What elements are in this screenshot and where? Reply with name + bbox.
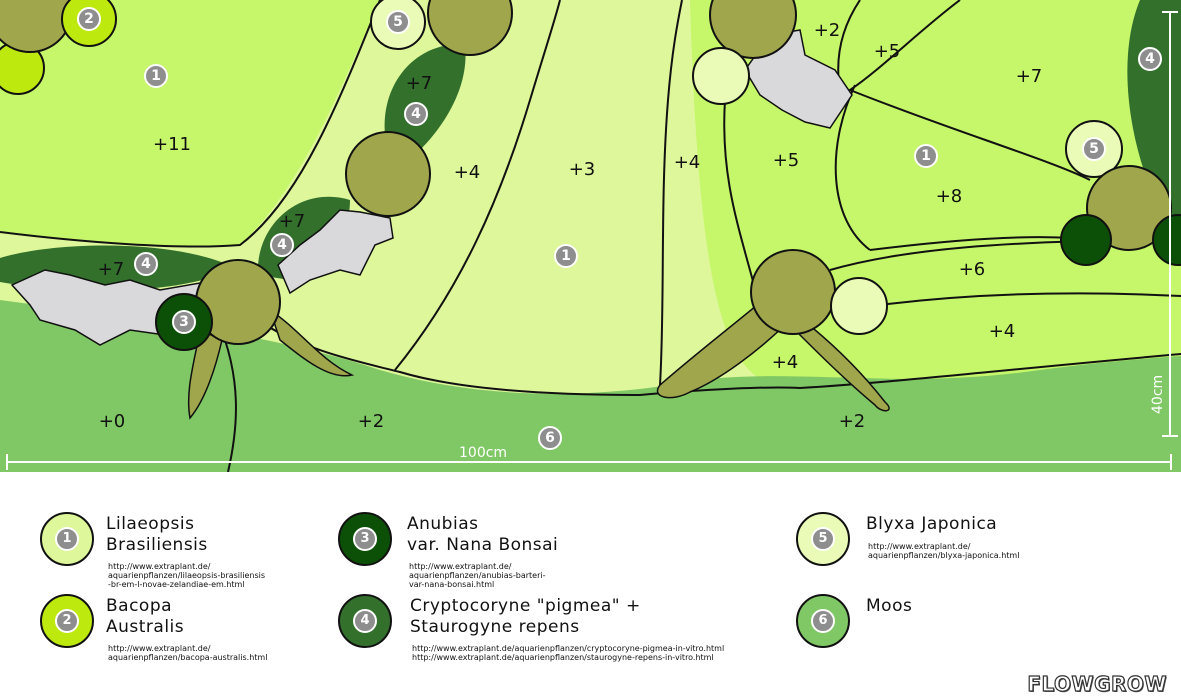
root-shape (187, 328, 223, 420)
zone-label: +3 (569, 159, 596, 180)
stone (277, 209, 394, 295)
svg-text:2: 2 (84, 11, 94, 27)
zone-label: +6 (959, 259, 986, 280)
boundary-line (879, 292, 1181, 306)
width-dimension-label: 100cm (459, 445, 507, 461)
boundary-line (224, 339, 237, 472)
legend-number: 2 (55, 609, 79, 633)
plant-circle-root (709, 0, 797, 59)
legend-plant-name: Bacopa Australis (106, 596, 185, 637)
legend-number: 5 (811, 527, 835, 551)
zone-label: +4 (989, 321, 1016, 342)
plant-circle-root (345, 131, 431, 217)
plant-marker: 5 (386, 10, 410, 34)
legend-url[interactable]: http://www.extraplant.de/ aquarienpflanz… (108, 562, 265, 589)
plant-marker: 1 (144, 64, 168, 88)
zone-label: +7 (279, 211, 306, 232)
zone-label: +11 (153, 134, 191, 155)
plant-circle-blyxa (830, 277, 888, 335)
plant-circle-blyxa (692, 47, 750, 105)
boundary-line (847, 0, 1091, 181)
plant-marker: 3 (172, 310, 196, 334)
zone-label: +8 (936, 186, 963, 207)
plant-marker: 4 (270, 233, 294, 257)
zone-label: +2 (839, 411, 866, 432)
plant-marker: 4 (404, 102, 428, 126)
height-dimension-label: 40cm (1150, 375, 1166, 414)
plant-marker: 5 (1082, 137, 1106, 161)
boundary-line (254, 317, 1181, 397)
boundary-line (834, 84, 871, 251)
svg-text:3: 3 (179, 314, 189, 330)
legend-plant-name: Moos (866, 596, 913, 616)
plant-marker: 1 (554, 244, 578, 268)
svg-text:5: 5 (1089, 141, 1099, 157)
svg-text:4: 4 (411, 106, 421, 122)
zone-label: +7 (1016, 66, 1043, 87)
left-lilaeopsis-area (0, 0, 380, 247)
root-shape (656, 288, 791, 399)
svg-text:6: 6 (545, 430, 555, 446)
zone-label: +4 (454, 162, 481, 183)
cryptocoryne-group-top (384, 44, 466, 150)
legend-url[interactable]: http://www.extraplant.de/aquarienpflanze… (412, 644, 725, 662)
svg-text:1: 1 (151, 68, 161, 84)
svg-text:1: 1 (561, 248, 571, 264)
zone-label: +7 (98, 259, 125, 280)
legend-number: 4 (353, 609, 377, 633)
plant-circle-root (750, 249, 836, 335)
zone-label: +4 (674, 152, 701, 173)
root-shape (268, 308, 355, 377)
legend-number: 3 (353, 527, 377, 551)
plant-circle-anubias (1060, 214, 1112, 266)
legend-plant-name: Cryptocoryne "pigmea" + Staurogyne repen… (410, 596, 641, 637)
boundary-line (394, 0, 561, 371)
plant-marker: 1 (914, 144, 938, 168)
zone-label: +2 (358, 411, 385, 432)
svg-text:5: 5 (393, 14, 403, 30)
zone-label: +7 (406, 73, 433, 94)
legend-plant-name: Lilaeopsis Brasiliensis (106, 514, 208, 555)
zone-label: +0 (99, 411, 126, 432)
plant-circle-root (427, 0, 513, 56)
legend-swatch (338, 512, 392, 566)
legend-url[interactable]: http://www.extraplant.de/ aquarienpflanz… (409, 562, 546, 589)
legend-plant-name: Anubias var. Nana Bonsai (407, 514, 559, 555)
plant-circle-anubias (1152, 214, 1181, 266)
plant-marker: 4 (1138, 47, 1162, 71)
legend-number: 6 (811, 609, 835, 633)
legend-swatch (338, 594, 392, 648)
root-shape (788, 308, 890, 412)
legend-plant-name: Blyxa Japonica (866, 514, 998, 534)
zone-label: +4 (772, 352, 799, 373)
legend-url[interactable]: http://www.extraplant.de/ aquarienpflanz… (108, 644, 268, 662)
zone-label: +5 (773, 150, 800, 171)
svg-text:4: 4 (141, 256, 151, 272)
svg-text:1: 1 (921, 148, 931, 164)
svg-text:4: 4 (1145, 51, 1155, 67)
legend-number: 1 (55, 527, 79, 551)
boundary-line (869, 236, 1071, 251)
zone-label: +2 (814, 20, 841, 41)
plant-marker: 6 (538, 426, 562, 450)
cryptocoryne-group-middle (257, 196, 350, 280)
zone-label: +5 (874, 41, 901, 62)
aquascape-plan: +11 +7 +7 +7 +4 +3 +4 +5 +2 +5 +7 +8 +6 … (0, 0, 1181, 472)
boundary-line (659, 0, 683, 386)
legend-url[interactable]: http://www.extraplant.de/ aquarienpflanz… (868, 542, 1020, 560)
boundary-line (0, 0, 381, 248)
plant-marker: 2 (77, 7, 101, 31)
plant-marker: 4 (134, 252, 158, 276)
moss-foreground (0, 300, 1181, 472)
svg-text:4: 4 (277, 237, 287, 253)
flowgrow-logo: FLOWGROW (1027, 671, 1167, 696)
